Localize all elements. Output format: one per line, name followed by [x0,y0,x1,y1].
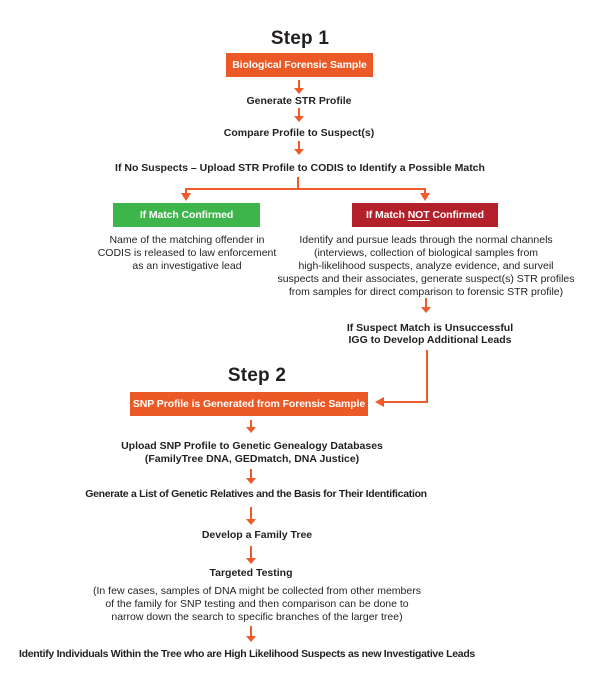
unsuccessful-line: IGG to Develop Additional Leads [348,334,512,346]
description-line: as an investigative lead [132,260,242,272]
node-biological-forensic-sample-label: Biological Forensic Sample [232,59,367,71]
node-if-match-confirmed: If Match Confirmed [113,203,260,227]
arrow-list-to-tree [246,507,256,525]
step-upload-snp-profile: Upload SNP Profile to Genetic Genealogy … [121,440,383,466]
arrow-compare-to-codis [294,141,304,155]
step-suspect-match-unsuccessful: If Suspect Match is Unsuccessful IGG to … [347,322,513,346]
match-confirmed-description: Name of the matching offender in CODIS i… [98,234,277,273]
upload-line: Upload SNP Profile to Genetic Genealogy … [121,440,383,452]
label-suffix: Confirmed [432,209,484,221]
node-if-match-not-confirmed-label: If Match NOT Confirmed [366,209,484,221]
step-develop-family-tree: Develop a Family Tree [201,529,313,541]
description-line: CODIS is released to law enforcement [97,247,277,259]
node-snp-profile-label: SNP Profile is Generated from Forensic S… [132,398,366,410]
node-biological-forensic-sample: Biological Forensic Sample [226,53,373,77]
match-not-confirmed-description: Identify and pursue leads through the no… [277,234,574,299]
description-line: high-likelihood suspects, analyze eviden… [298,260,554,272]
step1-title: Step 1 [270,28,330,49]
label-prefix: If Match [365,209,405,221]
step2-title: Step 2 [227,365,287,386]
arrow-upload-to-list [246,469,256,484]
unsuccessful-line: If Suspect Match is Unsuccessful [346,322,514,334]
targeted-testing-note: (In few cases, samples of DNA might be c… [93,585,421,624]
arrow-str-to-compare [294,108,304,122]
arrow-sample-to-str [294,80,304,94]
label-underlined-not: NOT [407,209,430,221]
description-line: from samples for direct comparison to fo… [288,286,564,298]
note-line: (In few cases, samples of DNA might be c… [93,585,421,597]
arrow-tree-to-testing [246,546,256,564]
description-line: suspects and their associates, generate … [277,273,575,285]
arrow-note-to-final [246,626,256,642]
step-no-suspects-codis: If No Suspects – Upload STR Profile to C… [115,162,485,174]
step-generate-relatives-list: Generate a List of Genetic Relatives and… [85,488,427,500]
step-identify-suspects-final: Identify Individuals Within the Tree who… [19,648,475,660]
branch-connector [181,177,430,201]
arrow-snp-to-upload [246,420,256,433]
description-line: (interviews, collection of biological sa… [313,247,539,259]
note-line: narrow down the search to specific branc… [111,611,403,623]
description-line: Name of the matching offender in [109,234,265,246]
description-line: Identify and pursue leads through the no… [299,234,553,246]
node-if-match-confirmed-label: If Match Confirmed [139,209,234,221]
upload-line: (FamilyTree DNA, GEDmatch, DNA Justice) [144,453,360,465]
step-targeted-testing: Targeted Testing [209,567,293,579]
elbow-connector-to-snp [375,350,428,407]
step-compare-profile: Compare Profile to Suspect(s) [223,127,375,139]
note-line: of the family for SNP testing and then c… [105,598,409,610]
arrow-leads-to-unsuccessful [421,298,431,313]
node-snp-profile-generated: SNP Profile is Generated from Forensic S… [130,392,368,416]
node-if-match-not-confirmed: If Match NOT Confirmed [352,203,498,227]
step-generate-str-profile: Generate STR Profile [246,95,352,107]
